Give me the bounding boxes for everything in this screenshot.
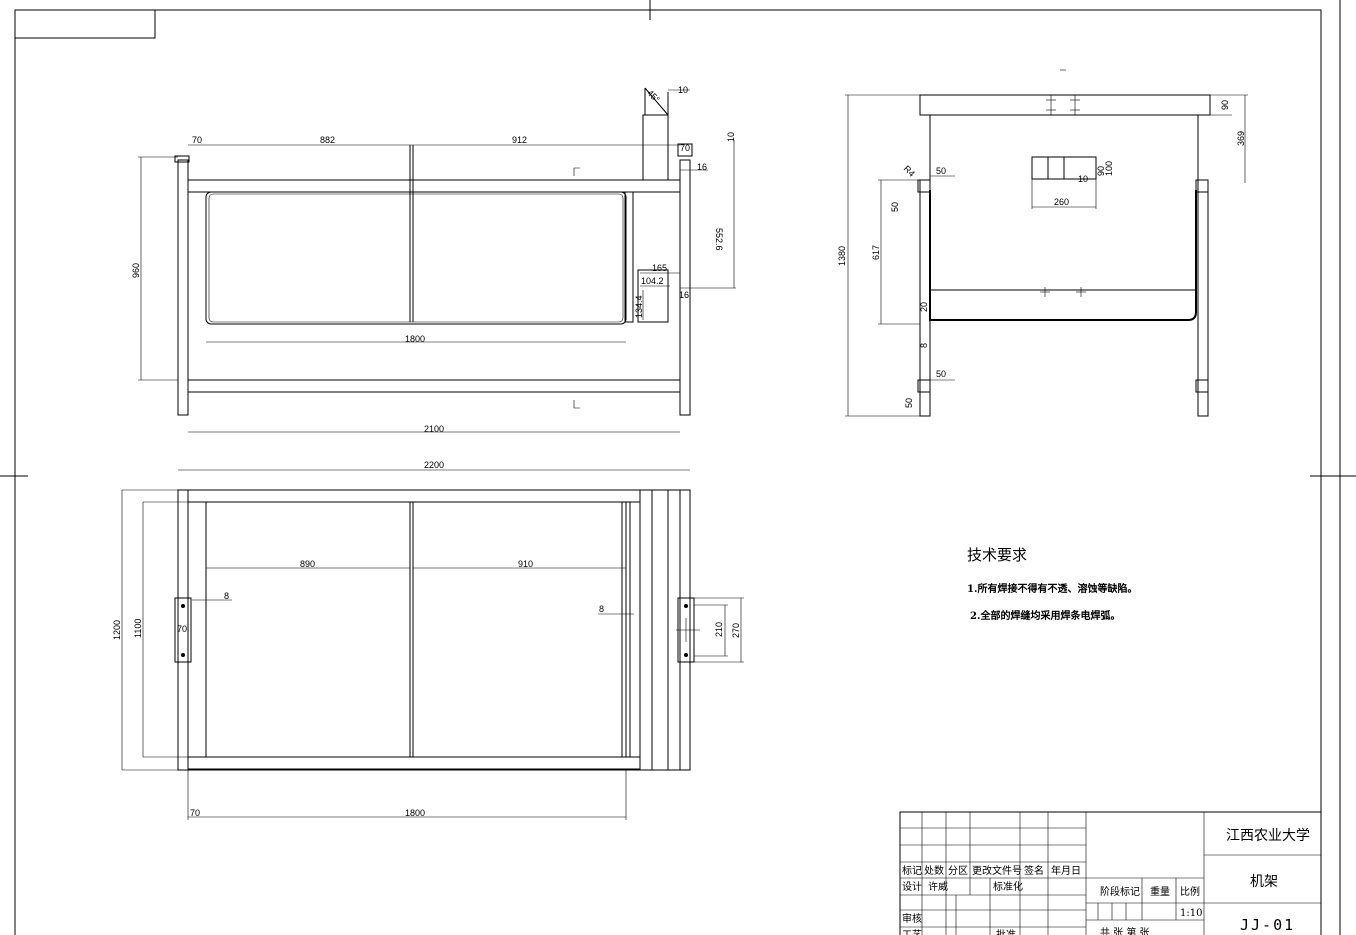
dim-20: 20 bbox=[919, 302, 929, 312]
tb-sheets-label: 共 张 第 张 bbox=[1100, 926, 1150, 935]
tech-note-1: 1.所有焊接不得有不透、溶蚀等缺陷。 bbox=[967, 582, 1137, 595]
dim-960: 960 bbox=[131, 263, 141, 278]
dim-100: 100 bbox=[1104, 161, 1114, 176]
front-view: 70 882 912 70 10 45° 10 16 552.6 165 104… bbox=[131, 85, 736, 434]
dim-50-bottom-vert: 50 bbox=[904, 398, 914, 408]
tb-approve-label: 批准 bbox=[996, 928, 1016, 935]
dim-1380: 1380 bbox=[837, 246, 847, 266]
tb-header-zone: 分区 bbox=[948, 865, 968, 877]
dim-50-vert: 50 bbox=[890, 202, 900, 212]
dim-8-right: 8 bbox=[599, 604, 604, 614]
dim-70-left: 70 bbox=[192, 135, 202, 145]
dim-1200: 1200 bbox=[112, 620, 122, 640]
tb-header-count: 处数 bbox=[924, 864, 944, 877]
tb-scale: 1:10 bbox=[1180, 908, 1202, 919]
dim-910: 910 bbox=[518, 559, 533, 569]
dim-8: 8 bbox=[919, 343, 929, 348]
dim-50-top: 50 bbox=[936, 166, 946, 176]
tb-review-label: 审核 bbox=[902, 912, 922, 925]
dim-552-6: 552.6 bbox=[714, 228, 724, 251]
dim-165: 165 bbox=[652, 263, 667, 273]
dim-1800-bottom: 1800 bbox=[405, 808, 425, 818]
tb-process-label: 工艺 bbox=[902, 929, 922, 935]
dim-90: 90 bbox=[1220, 100, 1230, 110]
side-view: 90 369 R4 50 50 90 100 10 260 1380 617 2… bbox=[837, 69, 1248, 417]
dim-10-top: 10 bbox=[678, 85, 688, 95]
dim-882: 882 bbox=[320, 135, 335, 145]
dim-70-bottom: 70 bbox=[190, 808, 200, 818]
title-block: 标记 处数 分区 更改文件号 签名 年月日 设计 许威 标准化 审核 工艺 批准… bbox=[899, 811, 1322, 935]
tb-weight-label: 重量 bbox=[1150, 885, 1170, 898]
dim-16-top: 16 bbox=[697, 162, 707, 172]
dim-16-low: 16 bbox=[679, 290, 689, 300]
dim-369: 369 bbox=[1236, 131, 1246, 146]
dim-260: 260 bbox=[1054, 197, 1069, 207]
tech-note-2: 2.全部的焊缝均采用焊条电焊弧。 bbox=[970, 609, 1120, 622]
tb-stage-label: 阶段标记 bbox=[1100, 885, 1140, 898]
dim-617: 617 bbox=[871, 245, 881, 260]
tb-design-label: 设计 bbox=[902, 880, 922, 893]
dim-70-right: 70 bbox=[680, 143, 690, 153]
tb-part-name: 机架 bbox=[1250, 874, 1278, 890]
dim-90-small: 90 bbox=[1096, 166, 1106, 176]
dim-2200: 2200 bbox=[424, 460, 444, 470]
dim-70-mid: 70 bbox=[177, 624, 187, 634]
tb-org: 江西农业大学 bbox=[1226, 828, 1310, 844]
dim-210: 210 bbox=[714, 622, 724, 637]
dim-8-left: 8 bbox=[224, 591, 229, 601]
dim-50-bottom: 50 bbox=[936, 369, 946, 379]
tech-notes: 技术要求 1.所有焊接不得有不透、溶蚀等缺陷。 2.全部的焊缝均采用焊条电焊弧。 bbox=[967, 546, 1137, 622]
tb-ratio-label: 比例 bbox=[1180, 885, 1200, 898]
tb-header-mark: 标记 bbox=[902, 865, 922, 877]
dim-2100: 2100 bbox=[424, 424, 444, 434]
dim-104-2: 104.2 bbox=[641, 276, 664, 286]
tb-designer: 许威 bbox=[928, 880, 948, 893]
dim-134-4: 134.4 bbox=[634, 295, 644, 318]
dim-1800: 1800 bbox=[405, 334, 425, 344]
dim-912: 912 bbox=[512, 135, 527, 145]
dim-r4: R4 bbox=[902, 164, 917, 179]
dim-1100: 1100 bbox=[133, 619, 143, 638]
tb-standard-label: 标准化 bbox=[993, 880, 1023, 893]
tb-header-sign: 签名 bbox=[1024, 864, 1044, 877]
dim-890: 890 bbox=[300, 559, 315, 569]
tb-header-date: 年月日 bbox=[1051, 864, 1081, 877]
tb-drawing-no: JJ-01 bbox=[1240, 916, 1295, 934]
tech-notes-title: 技术要求 bbox=[967, 546, 1027, 564]
top-view: 2200 1200 1100 890 910 8 8 70 210 270 70… bbox=[112, 460, 744, 820]
dim-270: 270 bbox=[731, 623, 741, 638]
dim-10-side: 10 bbox=[726, 132, 736, 142]
dim-10: 10 bbox=[1078, 174, 1088, 184]
tb-header-doc: 更改文件号 bbox=[972, 864, 1022, 877]
